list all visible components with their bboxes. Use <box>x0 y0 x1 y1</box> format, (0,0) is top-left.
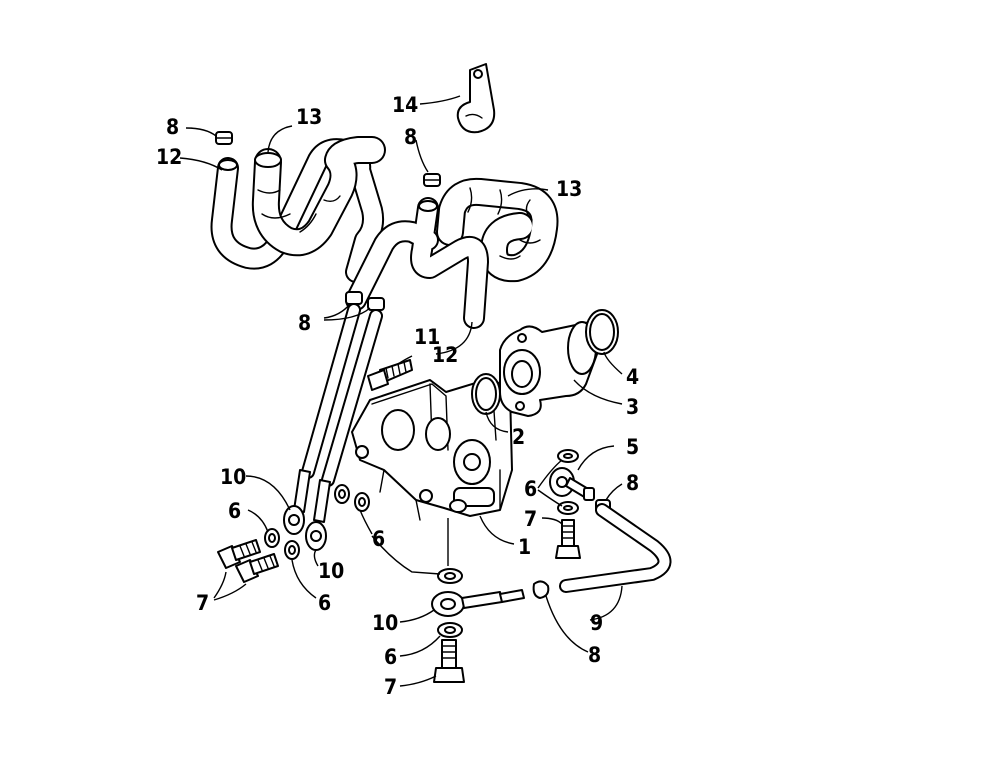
callout-7-right: 7 <box>524 507 537 531</box>
banjo-10-left-b <box>305 479 331 551</box>
washer-6-right-a <box>557 449 579 463</box>
callout-2: 2 <box>512 425 525 449</box>
banjo-5 <box>549 467 595 501</box>
callout-3: 3 <box>626 395 639 419</box>
callout-13-left: 13 <box>296 105 322 129</box>
callout-10-left-top: 10 <box>220 465 246 489</box>
callout-6-mid: 6 <box>372 527 385 551</box>
right-hose-12 <box>345 197 489 329</box>
clamp-8-top-mid <box>423 173 441 187</box>
callout-10-left-bottom: 10 <box>318 559 344 583</box>
callout-6-right: 6 <box>524 477 537 501</box>
callout-8-pair: 8 <box>298 311 311 335</box>
callout-1: 1 <box>518 535 531 559</box>
hose-clamp-14 <box>456 63 496 134</box>
washer-6-center <box>437 568 463 584</box>
callout-4: 4 <box>626 365 639 389</box>
left-hose-13 <box>251 136 386 257</box>
o-ring-4 <box>585 309 619 355</box>
callout-13-right: 13 <box>556 177 582 201</box>
right-hose-13 <box>436 177 559 283</box>
callout-8-bottom: 8 <box>588 643 601 667</box>
bolt-7-bottom <box>433 639 465 683</box>
clamp-8-pair <box>345 291 385 311</box>
hose-9 <box>559 503 672 593</box>
washer-6-bottom <box>437 622 463 638</box>
leader-lines <box>179 95 623 687</box>
bolt-7-right <box>555 519 581 559</box>
oil-pump-1 <box>351 377 513 521</box>
washer-6-mid-a <box>334 484 350 504</box>
housing-3 <box>499 321 602 417</box>
callout-6-left-bottom: 6 <box>318 591 331 615</box>
callout-5: 5 <box>626 435 639 459</box>
callout-6-bottom: 6 <box>384 645 397 669</box>
callout-7-left: 7 <box>196 591 209 615</box>
callout-8-top-mid: 8 <box>404 125 417 149</box>
o-ring-2 <box>471 373 501 415</box>
callouts: 14 13 8 12 8 13 8 11 12 4 3 2 5 6 8 7 1 … <box>156 93 639 699</box>
bolt-7-left-b <box>235 553 279 583</box>
bolt-11 <box>367 359 413 391</box>
callout-8-right: 8 <box>626 471 639 495</box>
washer-6-left-b <box>284 540 300 560</box>
callout-14: 14 <box>392 93 418 117</box>
callout-8-top-left: 8 <box>166 115 179 139</box>
washer-6-left-a <box>264 528 280 548</box>
vertical-hoses <box>301 303 383 487</box>
callout-7-bottom: 7 <box>384 675 397 699</box>
washer-6-mid-b <box>354 492 370 512</box>
clamp-8-bottom <box>532 580 550 599</box>
callout-11: 11 <box>414 325 440 349</box>
callout-12-right: 12 <box>432 343 458 367</box>
banjo-10-bottom <box>431 589 525 617</box>
banjo-10-left-a <box>283 469 311 535</box>
callout-12-left: 12 <box>156 145 182 169</box>
washer-6-right-b <box>557 501 579 515</box>
clamp-8-top-left <box>215 131 233 145</box>
callout-6-left-top: 6 <box>228 499 241 523</box>
callout-9: 9 <box>590 611 603 635</box>
bolt-7-left-a <box>217 539 261 569</box>
callout-10-bottom: 10 <box>372 611 398 635</box>
